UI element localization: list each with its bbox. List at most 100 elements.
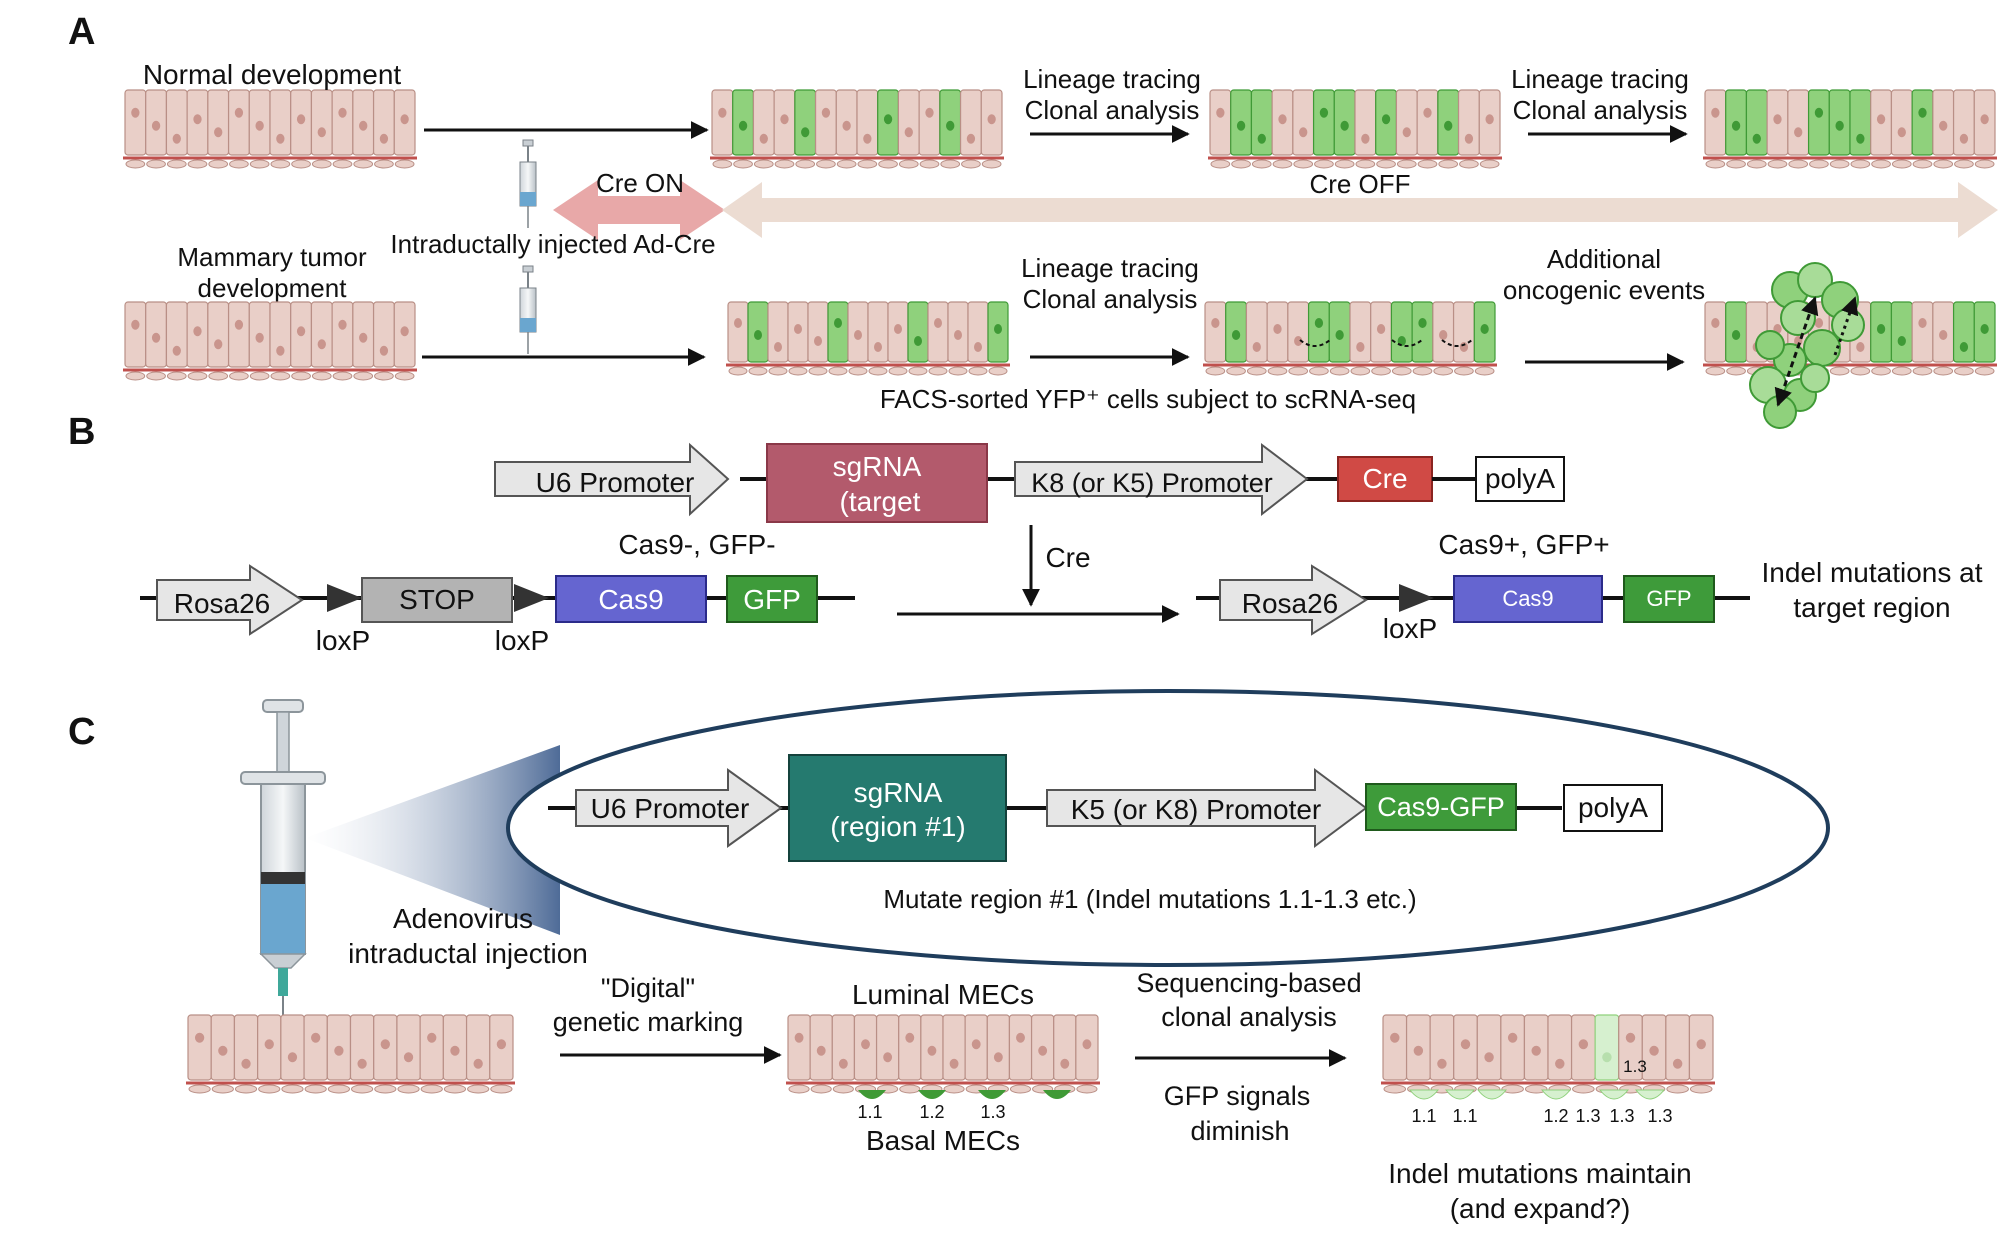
epithelial-cell [372, 89, 395, 156]
cell-nucleus [754, 330, 762, 340]
basal-cell [899, 1084, 921, 1094]
tissue-c-marked [786, 1014, 1100, 1094]
cell-nucleus [276, 345, 285, 356]
basal-cell [1267, 366, 1288, 376]
basal-cell [397, 1084, 420, 1094]
basal-cell [304, 1084, 327, 1094]
epithelial-cell [1547, 1014, 1573, 1081]
cell-nucleus [1231, 330, 1241, 340]
basal-cell [888, 366, 908, 376]
cell-nucleus [1794, 127, 1803, 138]
basal-cell [467, 1084, 490, 1094]
basal-mecs-label: Basal MECs [866, 1125, 1020, 1156]
marked-label-2: 1.2 [919, 1102, 944, 1122]
basal-cell [1288, 366, 1309, 376]
cell-nucleus [1711, 318, 1720, 328]
polya-label-c: polyA [1578, 792, 1648, 823]
cas9-box-right [1453, 575, 1603, 623]
basal-cell [828, 366, 848, 376]
tissue-normal-traced-2 [1208, 89, 1502, 169]
basal-cell [1912, 159, 1933, 169]
epithelial-cell [233, 1014, 259, 1081]
basal-cell [258, 1084, 281, 1094]
basal-cell [249, 159, 270, 169]
epithelial-cell [1890, 89, 1913, 156]
basal-cell [125, 371, 146, 381]
cell-nucleus [403, 1052, 414, 1063]
basal-cell [948, 366, 968, 376]
basal-cell [857, 159, 878, 169]
cas9-box-left [555, 575, 707, 623]
luminal-expanded-label: 1.3 [1623, 1057, 1647, 1076]
cell-nucleus [874, 342, 882, 352]
basal-cell [281, 1084, 304, 1094]
epithelial-cell [752, 89, 775, 156]
basal-cell [1334, 159, 1355, 169]
cell-nucleus [1444, 120, 1453, 131]
cell-nucleus [1939, 330, 1948, 340]
cell-nucleus [801, 127, 810, 138]
basal-cell [166, 371, 187, 381]
basal-cell [146, 371, 166, 381]
basal-cell [832, 1084, 854, 1094]
additional-events-label-1: Additional [1547, 244, 1661, 274]
cell-nucleus [1939, 120, 1948, 131]
cell-nucleus [234, 107, 244, 118]
basal-cell [1009, 1084, 1032, 1094]
basal-cell [327, 1084, 350, 1094]
cell-nucleus [966, 133, 976, 144]
panel-label-a: A [68, 11, 95, 53]
rosa26-label-right: Rosa26 [1242, 588, 1339, 619]
basal-cell [1912, 366, 1933, 376]
cell-nucleus [1294, 336, 1303, 346]
panel-c: U6 Promoter sgRNA (region #1) K5 (or K8)… [186, 689, 1830, 1224]
cell-nucleus [255, 332, 264, 343]
epithelial-cell [1890, 301, 1913, 363]
epithelial-cell [227, 301, 250, 368]
epithelial-cell [907, 301, 929, 363]
cell-nucleus [1459, 342, 1469, 352]
cell-nucleus [1959, 133, 1969, 144]
cell-nucleus [473, 1058, 483, 1069]
k8-promoter-label: K8 (or K5) Promoter [1031, 468, 1273, 498]
cell-nucleus [1897, 127, 1906, 138]
basal-cell [1829, 366, 1850, 376]
cas9-neg-label: Cas9-, GFP- [618, 529, 775, 560]
cell-nucleus [949, 1058, 959, 1069]
cell-nucleus [334, 1045, 344, 1056]
basal-cell [1417, 159, 1438, 169]
basal-cell [774, 159, 795, 169]
cas9-pos-label: Cas9+, GFP+ [1438, 529, 1609, 560]
epithelial-cell [856, 89, 879, 156]
epithelial-cell [1952, 301, 1975, 363]
cell-nucleus [1672, 1058, 1683, 1069]
tissue-normal-start [123, 89, 417, 169]
additional-events-label-2: oncogenic events [1503, 275, 1705, 305]
basal-cell [1726, 159, 1746, 169]
basal-cell [374, 159, 394, 169]
cell-nucleus [151, 332, 161, 343]
indel-target-label-2: target region [1793, 592, 1950, 623]
basal-cell [1210, 159, 1231, 169]
u6-promoter-label-b: U6 Promoter [536, 467, 695, 498]
expanded-label-3: 1.2 [1543, 1106, 1568, 1126]
basal-cell [940, 159, 961, 169]
cell-nucleus [359, 332, 368, 343]
digital-label-1: "Digital" [601, 973, 695, 1003]
epithelial-cell [1390, 301, 1413, 363]
cell-nucleus [1731, 330, 1741, 340]
expanded-label-6: 1.3 [1647, 1106, 1672, 1126]
epithelial-cell [1787, 89, 1810, 156]
indel-maintain-label-2: (and expand?) [1450, 1193, 1631, 1224]
cell-nucleus [780, 114, 789, 125]
epithelial-cell [124, 89, 147, 156]
epithelial-cell [124, 301, 147, 368]
u6-promoter-label-c: U6 Promoter [591, 793, 750, 824]
loxp-triangle-1 [327, 584, 362, 612]
lineage-tracing-label-2: Lineage tracing [1511, 64, 1689, 94]
basal-cell [1251, 159, 1272, 169]
cell-nucleus [1856, 342, 1865, 352]
basal-cell [311, 371, 332, 381]
basal-cell [1376, 159, 1396, 169]
cell-nucleus [883, 114, 893, 125]
